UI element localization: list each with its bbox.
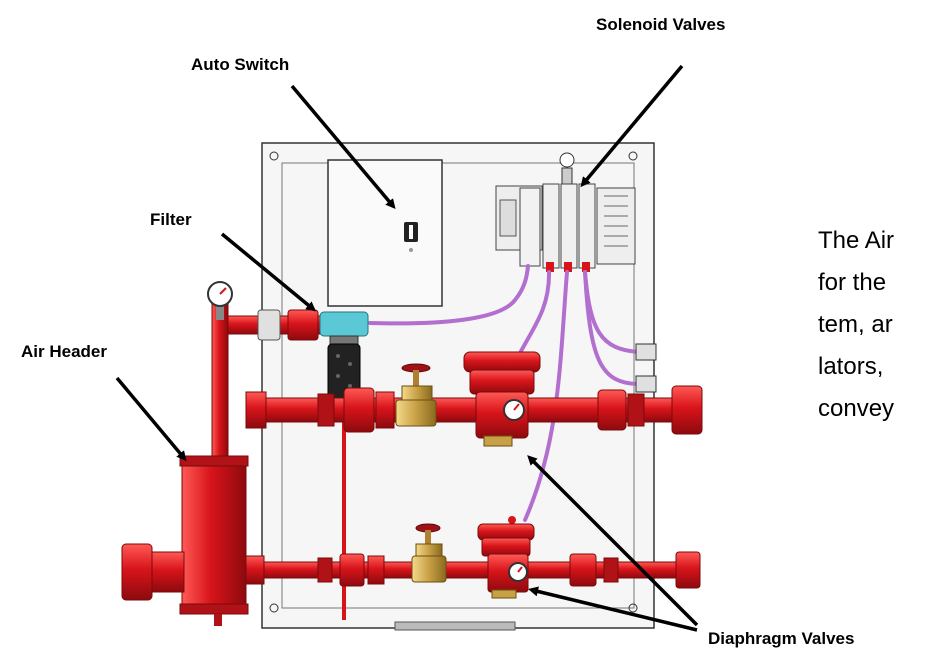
arrow-auto-switch	[290, 84, 396, 210]
arrow-filter	[220, 232, 317, 312]
arrow-diaphragm-upper	[527, 455, 699, 627]
label-filter: Filter	[150, 210, 192, 229]
label-diaphragm-valves: Diaphragm Valves	[708, 629, 854, 648]
lower-diaphragm-valve	[477, 516, 535, 599]
upper-pipe	[245, 385, 703, 435]
upper-gate-valve	[395, 363, 437, 427]
description-line-4: lators,	[818, 353, 884, 380]
lower-pipe	[245, 551, 701, 589]
hose-fittings	[635, 343, 657, 393]
description-line-2: for the	[818, 269, 887, 296]
arrow-diaphragm-lower	[528, 586, 698, 632]
air-header	[121, 281, 249, 626]
description-line-5: convey	[818, 395, 895, 422]
upper-diaphragm-valve	[463, 351, 541, 447]
label-air-header: Air Header	[21, 342, 107, 361]
solenoid-manifold	[495, 152, 636, 272]
description-line-3: tem, ar	[818, 311, 893, 338]
label-auto-switch: Auto Switch	[191, 55, 289, 74]
arrow-solenoid	[580, 64, 684, 188]
callout-arrows	[115, 64, 699, 632]
description-line-1: The Air	[818, 227, 895, 254]
arrow-air-header	[115, 376, 187, 462]
filter-branch	[227, 309, 329, 341]
lower-gate-valve	[411, 523, 447, 583]
label-solenoid-valves: Solenoid Valves	[596, 15, 725, 34]
switch-enclosure	[327, 159, 443, 307]
